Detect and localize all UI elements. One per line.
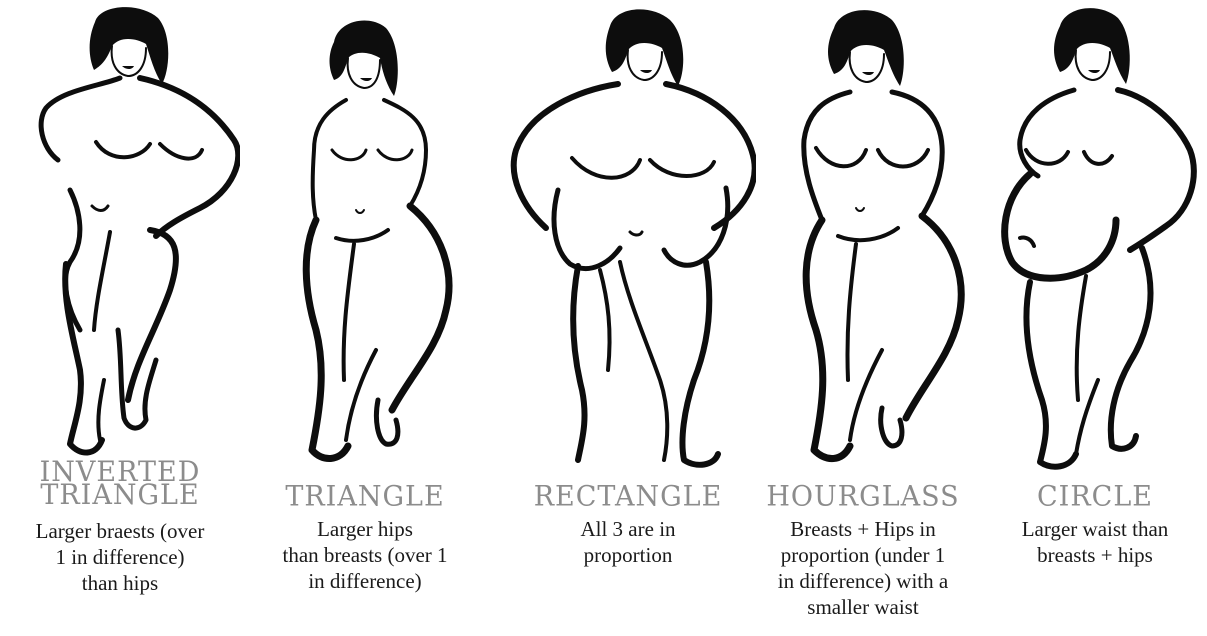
triangle-figure-illustration — [250, 0, 480, 470]
description-line: proportion (under 1 — [754, 542, 972, 568]
description-line: Larger hips — [250, 516, 480, 542]
inverted-triangle-figure-illustration — [0, 0, 240, 470]
description-line: in difference) with a — [754, 568, 972, 594]
shape-title: CIRCLE — [990, 485, 1200, 508]
description-line: than hips — [0, 570, 240, 596]
shape-title: HOURGLASS — [754, 485, 972, 508]
description-line: breasts + hips — [990, 542, 1200, 568]
description-line: proportion — [500, 542, 756, 568]
title-line: CIRCLE — [990, 485, 1200, 508]
circle-figure-illustration — [990, 0, 1200, 470]
shape-title: RECTANGLE — [500, 485, 756, 508]
description-line: Larger waist than — [990, 516, 1200, 542]
shape-column-inverted-triangle: INVERTED TRIANGLE Larger braests (over 1… — [0, 0, 240, 636]
title-line: TRIANGLE — [0, 484, 240, 507]
shape-description: Larger waist than breasts + hips — [990, 516, 1200, 568]
shape-description: All 3 are in proportion — [500, 516, 756, 568]
title-line: TRIANGLE — [250, 485, 480, 508]
shape-description: Larger hips than breasts (over 1 in diff… — [250, 516, 480, 594]
description-line: Breasts + Hips in — [754, 516, 972, 542]
description-line: 1 in difference) — [0, 544, 240, 570]
title-line: RECTANGLE — [500, 485, 756, 508]
shape-description: Larger braests (over 1 in difference) th… — [0, 518, 240, 596]
shape-title: TRIANGLE — [250, 485, 480, 508]
shape-column-rectangle: RECTANGLE All 3 are in proportion — [500, 0, 756, 636]
description-line: in difference) — [250, 568, 480, 594]
shape-column-hourglass: HOURGLASS Breasts + Hips in proportion (… — [754, 0, 972, 636]
shape-column-circle: CIRCLE Larger waist than breasts + hips — [990, 0, 1200, 636]
description-line: than breasts (over 1 — [250, 542, 480, 568]
description-line: All 3 are in — [500, 516, 756, 542]
shape-title: INVERTED TRIANGLE — [0, 461, 240, 507]
description-line: Larger braests (over — [0, 518, 240, 544]
shape-column-triangle: TRIANGLE Larger hips than breasts (over … — [250, 0, 480, 636]
rectangle-figure-illustration — [500, 0, 756, 470]
hourglass-figure-illustration — [754, 0, 972, 470]
description-line: smaller waist — [754, 594, 972, 620]
shape-description: Breasts + Hips in proportion (under 1 in… — [754, 516, 972, 620]
title-line: HOURGLASS — [754, 485, 972, 508]
